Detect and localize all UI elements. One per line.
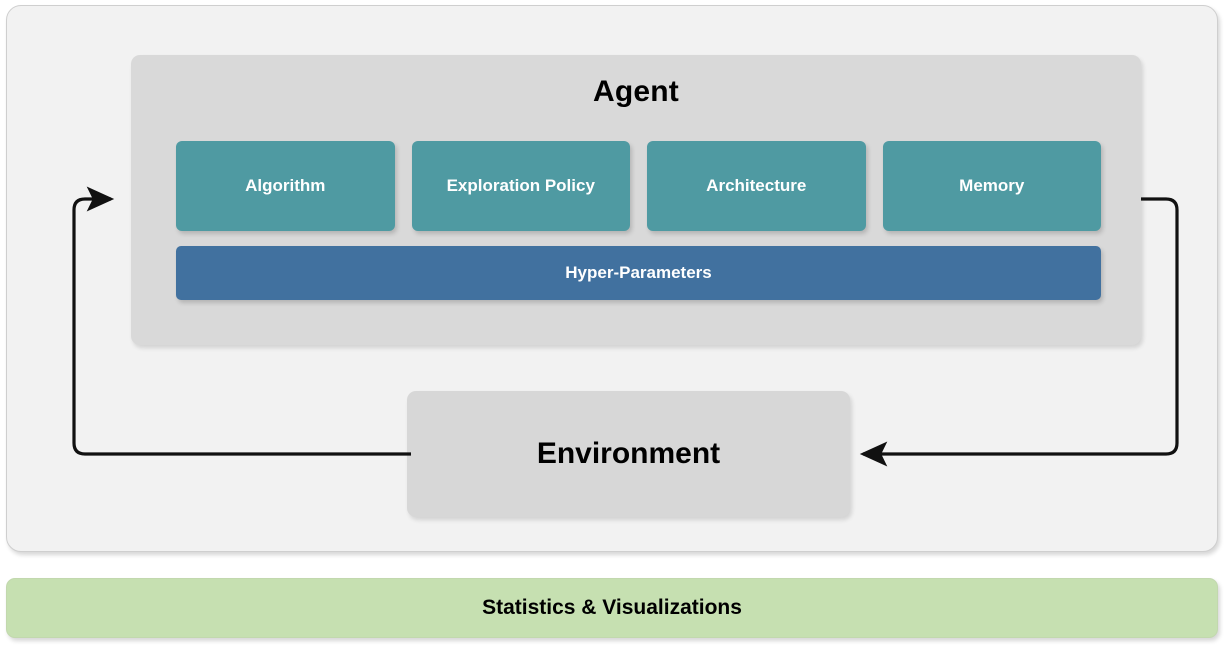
agent-title: Agent [593, 75, 679, 108]
agent-environment-loop-panel: Agent Algorithm Exploration Policy Archi… [6, 5, 1218, 552]
agent-component-row: Algorithm Exploration Policy Architectur… [176, 141, 1101, 231]
agent-component-algorithm[interactable]: Algorithm [176, 141, 395, 231]
statistics-and-visualizations-bar[interactable]: Statistics & Visualizations [6, 578, 1218, 638]
agent-component-architecture[interactable]: Architecture [647, 141, 866, 231]
agent-panel: Agent Algorithm Exploration Policy Archi… [131, 55, 1141, 345]
agent-component-memory[interactable]: Memory [882, 141, 1101, 231]
hyper-parameters-bar[interactable]: Hyper-Parameters [176, 246, 1101, 300]
environment-box[interactable]: Environment [407, 391, 850, 517]
agent-component-exploration-policy[interactable]: Exploration Policy [411, 141, 630, 231]
